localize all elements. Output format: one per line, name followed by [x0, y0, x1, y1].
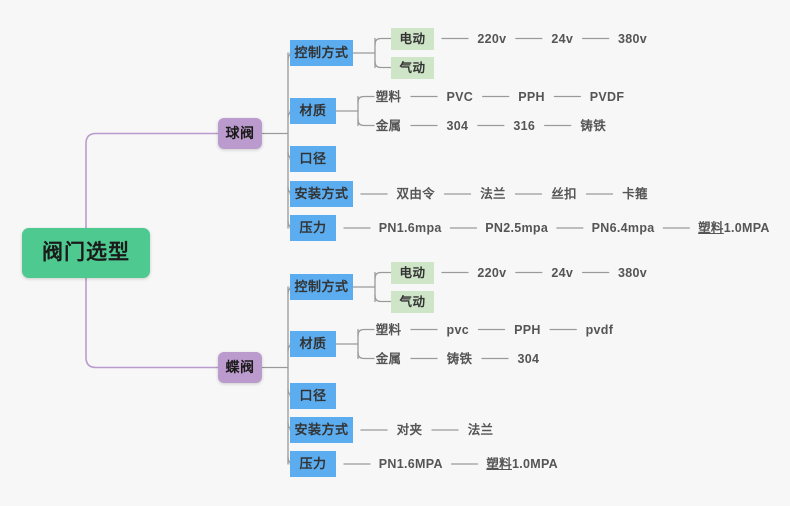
leaf-text-法兰: 法兰 [480, 187, 506, 201]
leaf-text-塑料: 塑料 [375, 322, 402, 337]
sub-node-1-1[interactable]: 控制方式 [290, 40, 353, 66]
leaf-text-金属: 金属 [375, 351, 402, 366]
label-underlined-part: 塑料 [698, 221, 724, 235]
leaf-text-304: 304 [517, 351, 540, 366]
root-node[interactable]: 阀门选型 [22, 228, 150, 278]
leaf-text-PVDF: PVDF [589, 89, 625, 104]
label-rest: 1.0MPA [723, 221, 770, 235]
label-rest: 1.0MPA [511, 457, 558, 471]
leaf-text-丝扣: 丝扣 [551, 187, 577, 201]
sub-node-2-2[interactable]: 材质 [290, 331, 336, 357]
leaf-text-对夹: 对夹 [396, 423, 423, 437]
leaf-text-铸铁: 铸铁 [446, 351, 473, 366]
leaf-node-电动[interactable]: 电动 [391, 27, 434, 50]
leaf-text-PPH: PPH [514, 322, 541, 337]
leaf-text-220v: 220v [477, 31, 507, 46]
leaf-text-法兰: 法兰 [467, 423, 494, 437]
leaf-text-卡箍: 卡箍 [622, 187, 648, 201]
leaf-text-304: 304 [446, 118, 469, 133]
leaf-text-316: 316 [513, 118, 536, 133]
sub-node-2-3[interactable]: 口径 [290, 383, 336, 409]
leaf-text-220v: 220v [477, 265, 507, 280]
sub-node-1-5[interactable]: 压力 [290, 215, 336, 241]
leaf-text-金属: 金属 [375, 118, 402, 133]
leaf-node-气动[interactable]: 气动 [391, 290, 434, 313]
leaf-text-pvc: pvc [446, 322, 469, 337]
sub-node-1-4[interactable]: 安装方式 [290, 181, 353, 207]
sub-node-2-5[interactable]: 压力 [290, 451, 336, 477]
leaf-text-PVC: PVC [446, 89, 474, 104]
sub-node-2-4[interactable]: 安装方式 [290, 417, 353, 443]
leaf-text-24v: 24v [551, 31, 574, 46]
branch-node-1[interactable]: 球阀 [218, 118, 262, 149]
branch-node-2[interactable]: 蝶阀 [218, 352, 262, 383]
leaf-text-380v: 380v [618, 31, 648, 46]
leaf-text-PN2.5mpa: PN2.5mpa [485, 221, 549, 235]
sub-node-1-3[interactable]: 口径 [290, 146, 336, 172]
leaf-node-电动[interactable]: 电动 [391, 261, 434, 284]
leaf-text-PN1.6mpa: PN1.6mpa [378, 221, 442, 235]
leaf-text-PPH: PPH [518, 89, 545, 104]
leaf-text-PN1.6MPA: PN1.6MPA [378, 457, 443, 471]
label-underlined-part: 塑料 [486, 457, 512, 471]
leaf-node-气动[interactable]: 气动 [391, 56, 434, 79]
leaf-text-塑料: 塑料 [375, 89, 402, 104]
leaf-text-PN6.4mpa: PN6.4mpa [591, 221, 655, 235]
sub-node-1-2[interactable]: 材质 [290, 98, 336, 124]
leaf-text-380v: 380v [618, 265, 648, 280]
leaf-text-铸铁: 铸铁 [580, 118, 606, 133]
leaf-text-24v: 24v [551, 265, 574, 280]
leaf-text-双由令: 双由令 [396, 187, 435, 201]
leaf-text-pvdf: pvdf [585, 322, 614, 337]
sub-node-2-1[interactable]: 控制方式 [290, 274, 353, 300]
